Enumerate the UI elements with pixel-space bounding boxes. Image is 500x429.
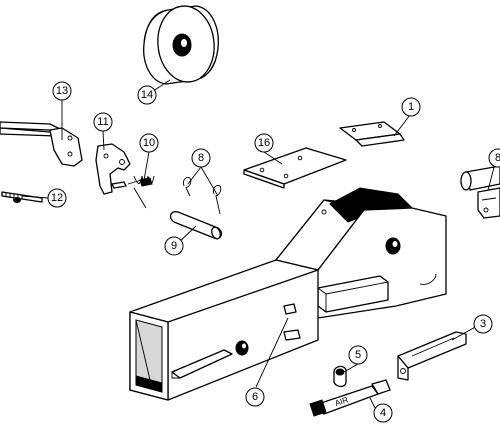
callout-14-label: 14 [141, 89, 153, 101]
part-5-cap [333, 365, 347, 388]
callout-8-right: 8 [488, 148, 500, 168]
part-10-spring [127, 175, 155, 209]
callout-10: 10 [139, 133, 159, 153]
callout-11: 11 [93, 112, 113, 132]
callout-5: 5 [348, 345, 368, 365]
part-13-bracket [0, 121, 83, 167]
callout-4: 4 [373, 403, 393, 423]
callout-9-label: 9 [171, 240, 177, 252]
callout-8: 8 [191, 148, 211, 168]
callout-13-label: 13 [56, 85, 68, 97]
part-8-right-assembly [460, 165, 500, 219]
callout-6-label: 6 [252, 391, 258, 403]
part-16-plate [243, 147, 347, 189]
callout-14: 14 [137, 85, 157, 105]
part-12-threaded-rod [1, 191, 43, 203]
part-1-bent-plate [339, 121, 405, 147]
callout-1: 1 [401, 97, 421, 117]
callout-11-label: 11 [97, 116, 108, 128]
callout-3-label: 3 [480, 318, 486, 330]
callout-13: 13 [52, 81, 72, 101]
callout-12: 12 [47, 188, 67, 208]
part-14-pulley [143, 5, 219, 85]
part-11-latch [95, 143, 131, 195]
callout-6: 6 [245, 387, 265, 407]
callout-10-label: 10 [143, 137, 155, 149]
callout-3: 3 [473, 314, 493, 334]
part-3-slotted-bracket [397, 331, 467, 381]
callout-4-label: 4 [380, 407, 386, 419]
callout-5-label: 5 [355, 349, 361, 361]
callout-16: 16 [254, 133, 274, 153]
part-4-air-valve: AIR [309, 379, 391, 417]
callout-8-right-label: 8 [495, 152, 500, 164]
callout-1-label: 1 [408, 101, 414, 113]
main-housing [129, 187, 447, 401]
air-marking: AIR [334, 395, 350, 408]
callout-9: 9 [164, 236, 184, 256]
callout-16-label: 16 [258, 137, 270, 149]
callout-8-label: 8 [198, 152, 204, 164]
callout-12-label: 12 [51, 192, 63, 204]
part-9-cylinder-pin [169, 211, 223, 240]
